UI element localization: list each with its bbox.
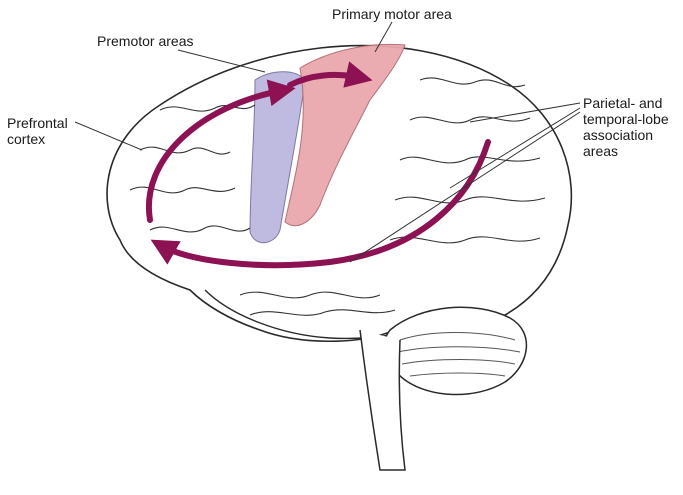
label-prefrontal-line-2: cortex [7,131,46,147]
label-premotor-areas: Premotor areas [97,33,194,49]
leader-prefrontal [74,121,143,151]
association-to-prefrontal-arrow [150,139,491,269]
premotor-to-motor-arrow [287,61,373,88]
prefrontal-to-premotor-arrow [145,79,296,223]
label-assoc-line-3: association [583,127,654,143]
label-assoc-line-4: areas [583,143,619,159]
leader-assoc-1 [469,102,581,123]
leader-assoc-3 [349,111,581,263]
label-association-areas: Parietal- and temporal-lobe association … [583,95,669,159]
label-prefrontal-line-1: Prefrontal [7,115,68,131]
cerebrum [106,44,573,343]
label-primary-motor-area: Primary motor area [332,6,452,22]
leader-motor [374,21,393,53]
label-assoc-line-1: Parietal- and [583,95,663,111]
label-assoc-line-2: temporal-lobe [583,111,669,127]
leader-premotor [177,49,266,73]
leader-lines [74,21,581,263]
label-prefrontal-cortex: Prefrontal cortex [7,115,68,147]
primary-motor-area [284,43,406,227]
leader-assoc-2 [449,107,581,189]
brainstem [359,329,406,471]
cerebellum [383,306,527,396]
